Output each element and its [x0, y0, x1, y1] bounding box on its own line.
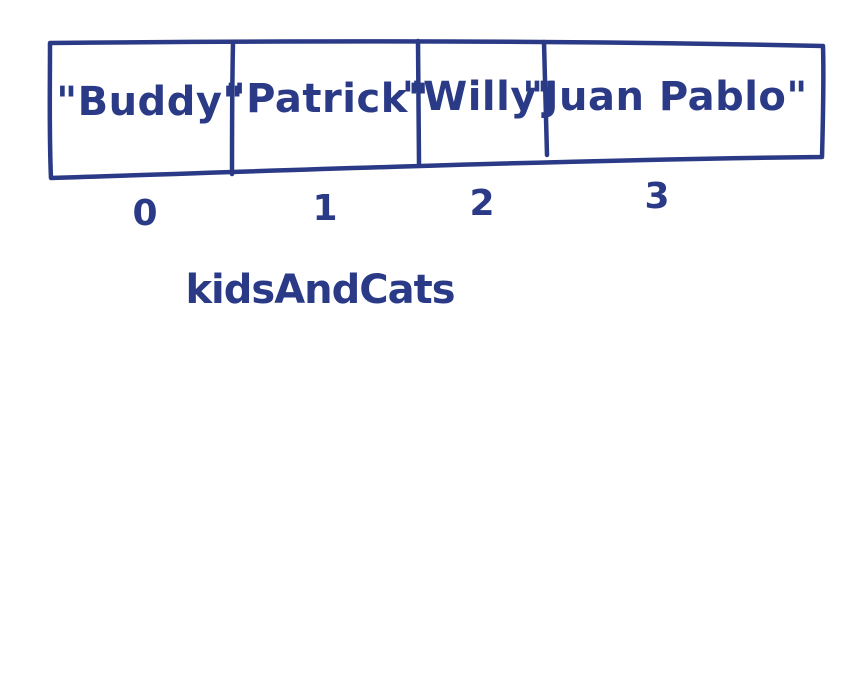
array-name-label: kidsAndCats [185, 267, 454, 313]
cell-value-1: "Patrick" [225, 76, 429, 122]
cell-value-3: "Juan Pablo" [522, 74, 808, 120]
index-label-1: 1 [312, 188, 337, 229]
index-label-0: 0 [132, 193, 157, 234]
cell-divider-3 [541, 39, 550, 158]
cell-value-2: "Willy" [402, 74, 559, 120]
index-label-2: 2 [469, 183, 494, 224]
cell-divider-1 [229, 40, 236, 177]
array-outline [47, 39, 826, 181]
index-label-3: 3 [644, 176, 669, 217]
cell-value-0: "Buddy" [56, 79, 243, 125]
cell-divider-2 [415, 38, 422, 166]
